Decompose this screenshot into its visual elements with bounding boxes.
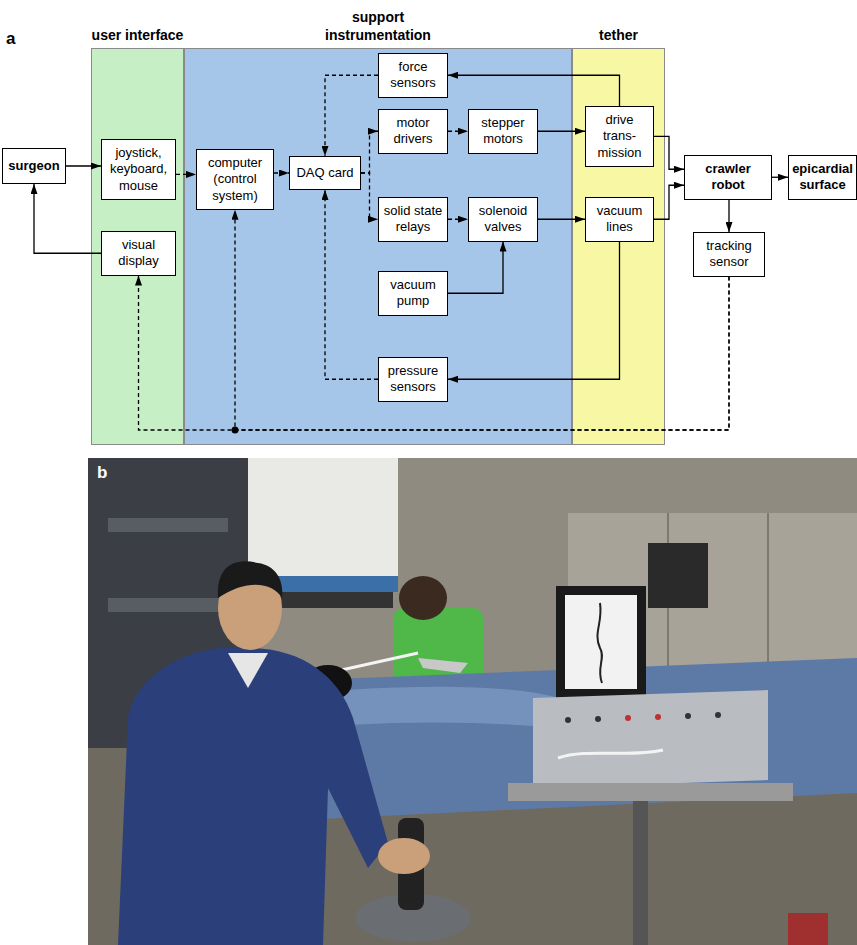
physical-link: [448, 75, 620, 106]
control-box: [533, 690, 768, 788]
band-heading: user interface: [91, 26, 184, 49]
process-box: surgeon: [2, 148, 66, 184]
process-box: motor drivers: [378, 109, 448, 154]
group-band: tetherdrive trans- missionvacuum lines: [572, 48, 665, 445]
box-port: [655, 714, 661, 720]
process-box: joystick, keyboard, mouse: [101, 139, 176, 200]
rack-shelf: [108, 598, 228, 612]
process-box: solid state relays: [378, 197, 448, 242]
process-box: tracking sensor: [693, 232, 765, 277]
assistant-head: [399, 576, 447, 620]
group-band: user interfacejoystick, keyboard, mousev…: [91, 48, 184, 445]
process-box: epicardial surface: [788, 155, 857, 200]
physical-link: [654, 185, 684, 219]
group-band: support instrumentationcomputer (control…: [184, 48, 572, 445]
junction-dot: [232, 427, 239, 434]
rack-shelf: [108, 518, 228, 532]
box-label: vacuum lines: [589, 203, 650, 236]
signal-line: [274, 172, 289, 173]
box-label: solenoid valves: [472, 203, 534, 236]
surgeon-hand: [378, 838, 430, 874]
process-box: force sensors: [378, 53, 448, 98]
box-label: joystick, keyboard, mouse: [105, 145, 172, 194]
box-label: crawler robot: [688, 161, 768, 194]
box-label: vacuum pump: [382, 277, 444, 310]
signal-line: [448, 219, 468, 220]
physical-link: [448, 242, 620, 380]
physical-link: [538, 219, 585, 220]
process-box: pressure sensors: [378, 357, 448, 402]
signal-line: [235, 210, 729, 430]
signal-line: [361, 173, 378, 219]
physical-link: [538, 131, 585, 132]
photo-illustration: [88, 458, 857, 945]
signal-line: [176, 174, 196, 175]
signal-line: [361, 131, 378, 173]
panel-letter-holder: a: [6, 30, 15, 49]
box-label: DAQ card: [296, 165, 353, 181]
box-label: drive trans- mission: [589, 112, 650, 161]
process-box: vacuum pump: [378, 271, 448, 316]
physical-link: [66, 165, 101, 166]
panel-letter: b: [97, 464, 107, 483]
box-port: [565, 717, 571, 723]
box-label: visual display: [105, 237, 172, 270]
process-box: stepper motors: [468, 109, 538, 154]
box-label: epicardial surface: [791, 161, 854, 194]
physical-link: [448, 242, 503, 294]
band-heading: support instrumentation: [308, 8, 448, 49]
box-port: [715, 712, 721, 718]
signal-line: [325, 190, 378, 379]
physical-link: [728, 200, 729, 233]
surgeon-scrubs: [118, 647, 388, 945]
physical-link: [772, 177, 788, 178]
physical-link: [34, 184, 101, 253]
box-label: solid state relays: [382, 203, 444, 236]
band-title: user interface: [91, 26, 184, 44]
floor-object: [788, 913, 828, 945]
box-label: stepper motors: [472, 115, 534, 148]
physical-link: [654, 136, 684, 169]
band-heading: tether: [572, 26, 665, 49]
process-box: visual display: [101, 231, 176, 276]
box-port: [685, 713, 691, 719]
collar: [228, 653, 268, 688]
box-label: motor drivers: [382, 115, 444, 148]
box-label: computer (control system): [200, 155, 270, 204]
process-box: DAQ card: [289, 156, 361, 190]
clamp: [418, 658, 468, 673]
signal-line: [139, 276, 730, 431]
stand-pole: [633, 801, 648, 945]
tether-cable: [558, 750, 663, 758]
dispenser: [648, 543, 708, 608]
box-label: tracking sensor: [697, 238, 761, 271]
box-port: [595, 716, 601, 722]
x-ray-arm: [248, 458, 398, 583]
box-label: surgeon: [8, 158, 59, 174]
process-box: computer (control system): [196, 149, 274, 210]
panel-letter: a: [6, 30, 15, 49]
band-title: tether: [572, 26, 665, 44]
band-title: support instrumentation: [308, 8, 448, 44]
process-box: drive trans- mission: [585, 106, 654, 167]
monitor: [556, 586, 646, 698]
tray: [508, 783, 793, 801]
signal-line: [448, 131, 468, 132]
panel-letter-holder: b: [97, 464, 107, 483]
signal-line: [325, 75, 378, 156]
surgeon-hair: [218, 561, 282, 598]
room-background: [88, 458, 857, 945]
monitor-screen: [565, 595, 637, 689]
box-label: force sensors: [382, 59, 444, 92]
screen-trace: [597, 603, 602, 683]
process-box: vacuum lines: [585, 197, 654, 242]
process-box: crawler robot: [684, 155, 772, 200]
process-box: solenoid valves: [468, 197, 538, 242]
box-port: [625, 715, 631, 721]
box-label: pressure sensors: [382, 363, 444, 396]
